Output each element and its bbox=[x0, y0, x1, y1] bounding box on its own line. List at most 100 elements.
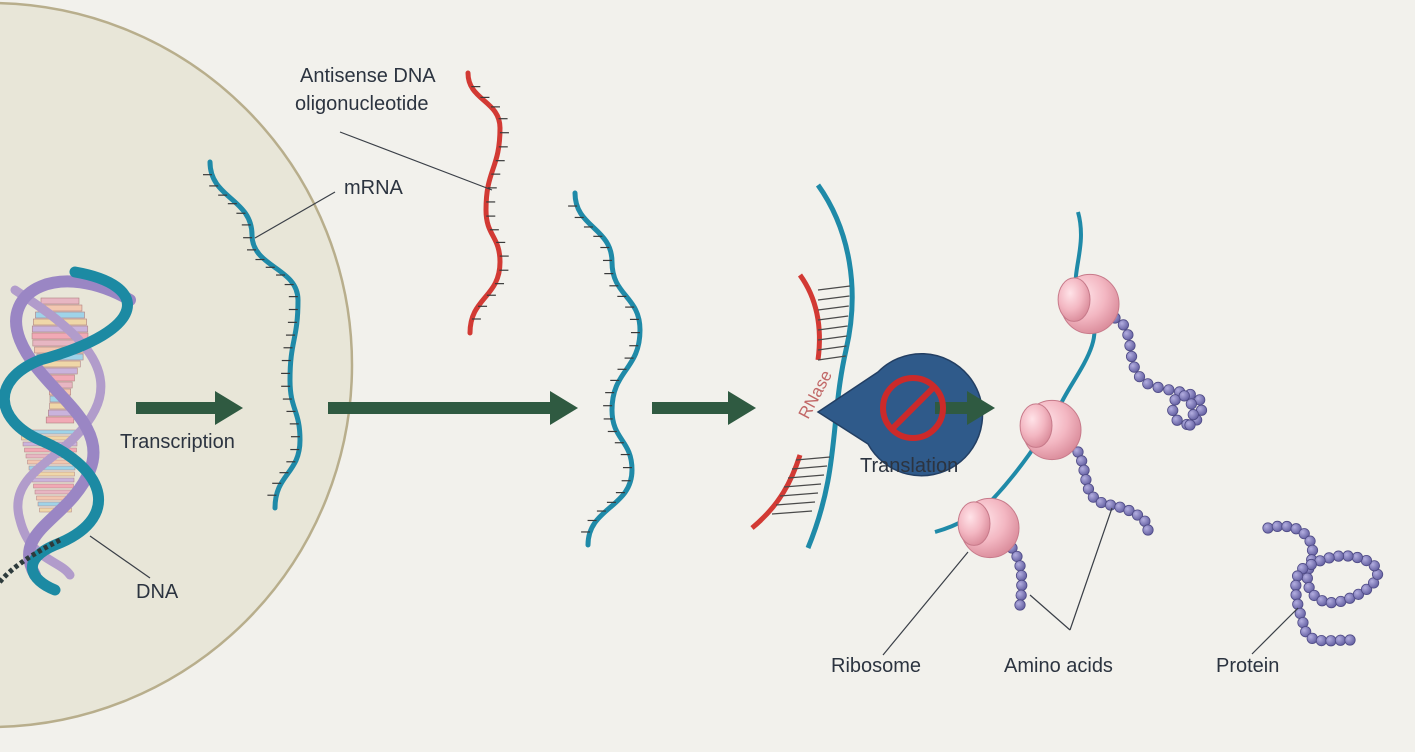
amino-acid-bead bbox=[1117, 319, 1129, 331]
amino-acid-bead bbox=[1014, 560, 1026, 572]
amino-acid-bead bbox=[1306, 632, 1318, 644]
antisense-oligo-strand bbox=[465, 70, 509, 336]
amino-acid-bead bbox=[1015, 569, 1028, 582]
pointer-amino-acids-a bbox=[1029, 594, 1071, 631]
mrna-label: mRNA bbox=[344, 177, 403, 199]
dna-base-pair bbox=[40, 297, 80, 305]
amino-acid-bead bbox=[1095, 496, 1107, 509]
amino-acid-bead bbox=[1080, 474, 1092, 486]
base-pair-rung bbox=[779, 492, 819, 497]
base-pair-rung bbox=[795, 456, 831, 461]
no-entry-icon bbox=[880, 375, 946, 441]
amino-acid-bead bbox=[1076, 455, 1088, 467]
dna-helix bbox=[0, 266, 136, 596]
ribosome-label: Ribosome bbox=[831, 655, 922, 677]
ribosome-middle bbox=[1019, 399, 1082, 461]
amino-chain-middle bbox=[1072, 446, 1154, 536]
amino-acid-bead bbox=[1131, 509, 1144, 521]
pointer-ribosome bbox=[882, 551, 969, 656]
dna-base-pair bbox=[28, 465, 76, 471]
amino-acid-bead bbox=[1152, 381, 1164, 393]
ribosome-top bbox=[1057, 273, 1120, 335]
amino-acid-bead bbox=[1171, 414, 1183, 426]
antisense-label-line1: Antisense DNA bbox=[300, 65, 436, 87]
base-pair-rung bbox=[775, 501, 816, 506]
mrna-backbone bbox=[207, 159, 303, 511]
amino-acid-bead bbox=[1167, 404, 1179, 417]
arrow-head-1 bbox=[215, 391, 243, 425]
amino-acid-bead bbox=[1016, 579, 1028, 591]
arrow-head-3 bbox=[728, 391, 756, 425]
amino-acid-bead bbox=[1332, 550, 1345, 562]
amino-acid-bead bbox=[1316, 595, 1328, 607]
amino-acid-bead bbox=[1185, 398, 1197, 410]
amino-acid-bead bbox=[1184, 419, 1196, 431]
nucleus bbox=[0, 1, 354, 729]
amino-acid-bead bbox=[1325, 635, 1337, 647]
amino-acid-bead bbox=[1308, 589, 1320, 602]
amino-acid-bead bbox=[1082, 483, 1095, 495]
amino-acid-bead bbox=[1142, 524, 1154, 536]
base-pair-rung bbox=[817, 325, 848, 331]
amino-acid-bead bbox=[1301, 572, 1313, 584]
amino-acids-label: Amino acids bbox=[1004, 655, 1113, 677]
amino-acid-bead bbox=[1304, 535, 1316, 547]
amino-acid-bead bbox=[1281, 520, 1293, 533]
arrow-shaft-1 bbox=[136, 402, 217, 414]
ribosome-small-subunit bbox=[1057, 277, 1091, 322]
dna-base-pair bbox=[33, 483, 74, 489]
amino-acid-bead bbox=[1128, 361, 1140, 373]
arrow-shaft-3 bbox=[652, 402, 730, 414]
amino-acid-bead bbox=[1315, 634, 1328, 647]
amino-acid-bead bbox=[1298, 528, 1310, 540]
amino-acid-bead bbox=[1352, 588, 1365, 600]
amino-acid-bead bbox=[1123, 504, 1135, 517]
arrow-head-2 bbox=[550, 391, 578, 425]
base-pair-rung bbox=[817, 355, 846, 361]
transcription-label: Transcription bbox=[120, 431, 235, 453]
mrna-strand-2 bbox=[568, 190, 643, 548]
amino-acid-bead bbox=[1015, 589, 1027, 601]
protein-chain-path bbox=[1268, 526, 1378, 641]
arrow-head-4 bbox=[967, 391, 995, 425]
translation-complex bbox=[934, 211, 1384, 647]
protein-chain bbox=[1262, 520, 1384, 647]
ribosome-bottom bbox=[957, 497, 1020, 559]
dna-label: DNA bbox=[136, 581, 179, 603]
amino-acid-bead bbox=[1291, 570, 1304, 582]
amino-acid-bead bbox=[1344, 634, 1356, 646]
dna-base-pair bbox=[45, 416, 75, 424]
dna-base-pair bbox=[31, 332, 89, 340]
arrow-shaft-2 bbox=[328, 402, 552, 414]
base-pair-rung bbox=[817, 345, 847, 351]
process-arrows bbox=[136, 391, 995, 425]
ribosome-small-subunit bbox=[957, 501, 991, 546]
amino-acid-bead bbox=[1178, 390, 1190, 402]
amino-acid-bead bbox=[1290, 579, 1302, 591]
amino-acid-bead bbox=[1087, 491, 1099, 503]
amino-acid-bead bbox=[1187, 409, 1199, 421]
amino-acid-bead bbox=[1125, 350, 1138, 363]
pointer-dna bbox=[89, 535, 151, 579]
amino-acid-bead bbox=[1334, 634, 1347, 646]
antisense-label-line2: oligonucleotide bbox=[295, 93, 429, 115]
dna-base-pair bbox=[31, 477, 75, 483]
amino-acid-bead bbox=[1142, 378, 1154, 390]
amino-acid-bead bbox=[1078, 464, 1090, 476]
amino-acid-bead bbox=[1342, 550, 1354, 562]
base-pair-rung bbox=[771, 510, 813, 515]
protein-label: Protein bbox=[1216, 655, 1280, 677]
amino-acid-bead bbox=[1351, 551, 1364, 564]
pointer-amino-acids-b bbox=[1069, 507, 1113, 631]
base-pair-rung bbox=[791, 465, 828, 470]
mrna-backbone bbox=[572, 190, 643, 548]
base-pair-rung bbox=[817, 315, 849, 321]
base-pair-rung bbox=[787, 474, 825, 479]
amino-acid-bead bbox=[1368, 560, 1380, 572]
amino-acid-bead bbox=[1290, 523, 1302, 535]
amino-acid-bead bbox=[1271, 520, 1283, 533]
base-pair-rung bbox=[783, 483, 822, 488]
hybrid-mrna-backbone bbox=[805, 183, 855, 549]
dna-coil-end bbox=[0, 537, 62, 586]
